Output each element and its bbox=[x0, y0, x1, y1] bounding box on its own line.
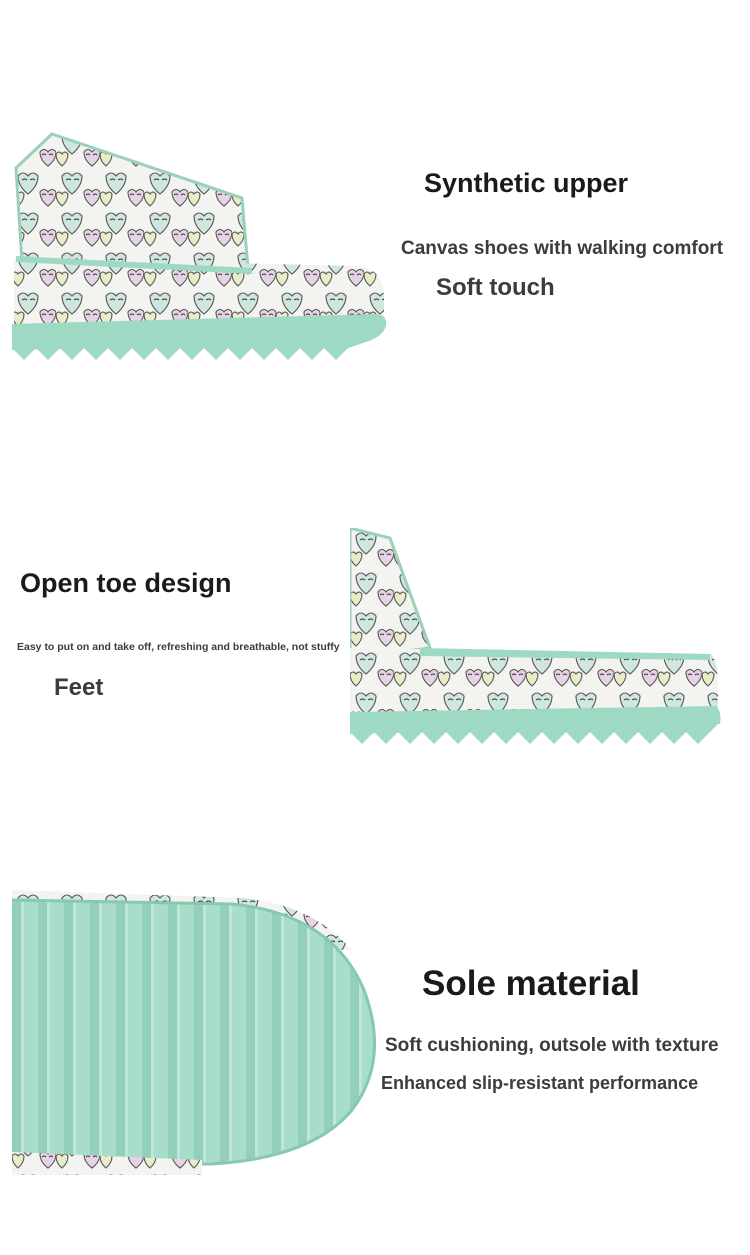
sole-photo bbox=[12, 890, 382, 1175]
slide-sandal-outsole-icon bbox=[12, 890, 377, 1175]
sole-title: Sole material bbox=[422, 964, 640, 1003]
section-sole-material: Sole material Soft cushioning, outsole w… bbox=[0, 840, 750, 1255]
toe-subtitle: Easy to put on and take off, refreshing … bbox=[17, 641, 340, 653]
upper-note: Soft touch bbox=[436, 274, 555, 301]
section-open-toe: Open toe design Easy to put on and take … bbox=[0, 420, 750, 840]
slide-sandal-side-icon bbox=[12, 132, 387, 360]
toe-photo bbox=[350, 528, 722, 764]
upper-title: Synthetic upper bbox=[424, 168, 629, 198]
section-synthetic-upper: Synthetic upper Canvas shoes with walkin… bbox=[0, 0, 750, 420]
upper-subtitle: Canvas shoes with walking comfort bbox=[401, 238, 724, 259]
toe-note: Feet bbox=[54, 674, 104, 701]
toe-title: Open toe design bbox=[20, 568, 232, 598]
slide-sandal-toe-icon bbox=[350, 528, 721, 744]
sole-subtitle: Soft cushioning, outsole with texture bbox=[385, 1035, 719, 1056]
sole-note: Enhanced slip-resistant performance bbox=[381, 1073, 699, 1093]
upper-photo bbox=[12, 128, 390, 363]
